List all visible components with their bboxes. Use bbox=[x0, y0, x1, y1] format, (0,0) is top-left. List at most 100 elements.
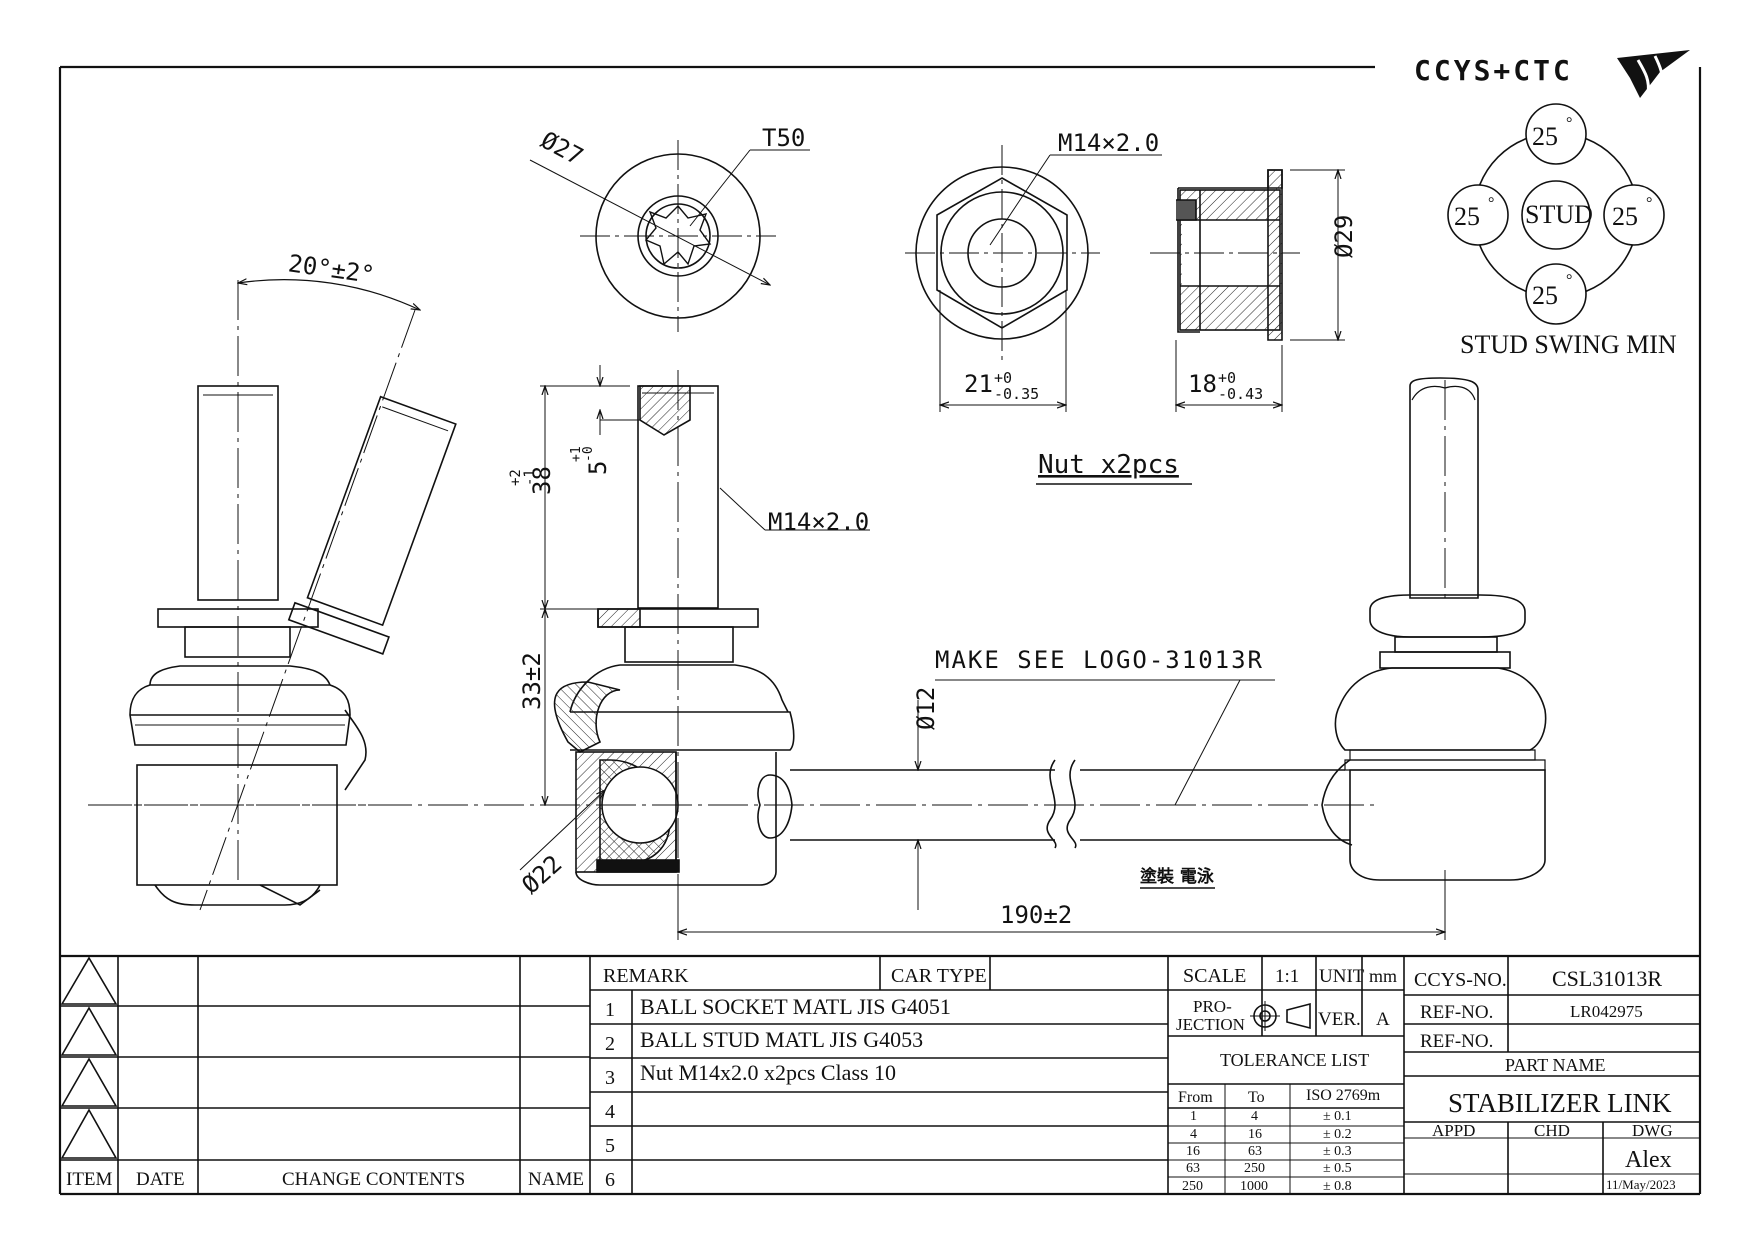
side-view-swing bbox=[88, 280, 457, 911]
body-height-label: 33±2 bbox=[518, 652, 546, 710]
stud-length-label: 38 bbox=[528, 466, 556, 495]
remark-row-no: 3 bbox=[605, 1067, 615, 1089]
swing-left-degree: ° bbox=[1488, 195, 1494, 212]
swing-bottom-degree: ° bbox=[1566, 272, 1572, 289]
rev-header-change: CHANGE CONTENTS bbox=[282, 1169, 465, 1190]
unit-value: mm bbox=[1369, 966, 1397, 986]
top-view-stud bbox=[529, 140, 810, 332]
tol-cell: 63 bbox=[1186, 1161, 1200, 1176]
rev-header-item: ITEM bbox=[66, 1169, 113, 1190]
stud-thread-label: M14×2.0 bbox=[768, 508, 869, 536]
drawing-frame bbox=[58, 65, 1702, 1196]
projection-label-1: PRO- bbox=[1193, 997, 1232, 1016]
coating-note: 塗裝 電泳 bbox=[1140, 866, 1215, 887]
tol-header-iso: ISO 2769m bbox=[1306, 1087, 1381, 1104]
tolerance-rows: 1 4 ± 0.1 4 16 ± 0.2 16 63 ± 0.3 63 250 … bbox=[1182, 1109, 1352, 1194]
rod-dia-label: Ø12 bbox=[912, 687, 940, 730]
projection-label-2: JECTION bbox=[1176, 1015, 1245, 1034]
remark-row-no: 5 bbox=[605, 1135, 615, 1157]
stud-length-tol-lower: -1 bbox=[522, 469, 538, 486]
ref-no-label: REF-NO. bbox=[1420, 1002, 1493, 1023]
nut-height-tol-lower: -0.43 bbox=[1218, 385, 1263, 403]
remark-row-no: 2 bbox=[605, 1033, 615, 1055]
main-section-dimensions bbox=[519, 365, 1445, 940]
ref-no-label-2: REF-NO. bbox=[1420, 1031, 1493, 1052]
rev-header-date: DATE bbox=[136, 1169, 185, 1190]
remark-rows: 1 BALL SOCKET MATL JIS G4051 2 BALL STUD… bbox=[605, 994, 951, 1191]
brand-logo-text: CCYS+CTC bbox=[1414, 54, 1573, 87]
unit-label: UNIT bbox=[1319, 966, 1365, 987]
swing-center-label: STUD bbox=[1525, 200, 1593, 229]
dwg-label: DWG bbox=[1632, 1121, 1673, 1140]
remark-row-no: 1 bbox=[605, 999, 615, 1021]
top-dia-label: Ø27 bbox=[536, 126, 587, 171]
hex-depth-tol-upper: +1 bbox=[569, 446, 584, 462]
remark-row-no: 4 bbox=[605, 1101, 615, 1123]
tol-cell: 1 bbox=[1190, 1109, 1197, 1124]
tolerance-title: TOLERANCE LIST bbox=[1220, 1050, 1369, 1070]
nut-width-tol-upper: +0 bbox=[994, 369, 1012, 387]
ccys-no-label: CCYS-NO. bbox=[1414, 969, 1507, 991]
main-ball-joint-section bbox=[92, 370, 1380, 900]
hex-depth-label: 5 bbox=[584, 461, 612, 475]
remark-row-text: BALL SOCKET MATL JIS G4051 bbox=[640, 994, 951, 1019]
scale-value: 1:1 bbox=[1275, 966, 1299, 987]
tol-cell: 16 bbox=[1248, 1127, 1262, 1142]
remark-table bbox=[590, 956, 1169, 1194]
tol-cell: 250 bbox=[1182, 1179, 1203, 1194]
remark-row-text: BALL STUD MATL JIS G4053 bbox=[640, 1027, 923, 1052]
dwg-name: Alex bbox=[1625, 1147, 1672, 1173]
swing-caption: STUD SWING MIN bbox=[1460, 330, 1677, 359]
swing-left-value: 25 bbox=[1454, 202, 1480, 231]
nut-height-label: 18 bbox=[1188, 370, 1217, 398]
tol-cell: 250 bbox=[1244, 1161, 1265, 1176]
car-type-header: CAR TYPE bbox=[891, 965, 987, 987]
ref-no-value: LR042975 bbox=[1570, 1002, 1643, 1021]
dwg-date: 11/May/2023 bbox=[1606, 1177, 1676, 1192]
torx-label: T50 bbox=[762, 124, 805, 152]
tol-cell: ± 0.5 bbox=[1323, 1161, 1352, 1176]
rev-header-name: NAME bbox=[528, 1169, 584, 1190]
swing-top-value: 25 bbox=[1532, 122, 1558, 151]
tol-cell: ± 0.3 bbox=[1323, 1144, 1352, 1159]
nut-note: Nut x2pcs bbox=[1038, 450, 1179, 480]
appd-label: APPD bbox=[1432, 1121, 1475, 1140]
logo-note: MAKE SEE LOGO-31013R bbox=[935, 646, 1264, 674]
tol-header-to: To bbox=[1248, 1089, 1265, 1106]
tol-cell: 16 bbox=[1186, 1144, 1200, 1159]
tol-cell: 63 bbox=[1248, 1144, 1262, 1159]
nut-flange-dia-label: Ø29 bbox=[1330, 215, 1358, 258]
brand-logo: CCYS+CTC bbox=[1414, 50, 1690, 98]
ccys-no-value: CSL31013R bbox=[1552, 966, 1662, 991]
swing-top-degree: ° bbox=[1566, 115, 1572, 132]
swing-right-value: 25 bbox=[1612, 202, 1638, 231]
scale-label: SCALE bbox=[1183, 965, 1246, 987]
ball-dia-label: Ø22 bbox=[516, 850, 567, 900]
ver-value: A bbox=[1376, 1009, 1390, 1030]
nut-width-tol-lower: -0.35 bbox=[994, 385, 1039, 403]
right-ball-joint bbox=[1318, 377, 1547, 881]
nut-front-view bbox=[905, 145, 1162, 412]
projection-symbol-icon bbox=[1250, 1001, 1311, 1031]
tol-cell: ± 0.8 bbox=[1323, 1179, 1352, 1194]
swing-bottom-value: 25 bbox=[1532, 281, 1558, 310]
stud-length-tol-upper: +2 bbox=[508, 469, 524, 486]
chd-label: CHD bbox=[1534, 1121, 1570, 1140]
remark-header: REMARK bbox=[603, 965, 689, 987]
swing-right-degree: ° bbox=[1646, 195, 1652, 212]
part-name-value: STABILIZER LINK bbox=[1448, 1088, 1672, 1118]
swing-diagram bbox=[1447, 103, 1665, 325]
tol-cell: 4 bbox=[1251, 1109, 1258, 1124]
part-name-label: PART NAME bbox=[1505, 1055, 1605, 1075]
tol-cell: 1000 bbox=[1240, 1179, 1268, 1194]
nut-thread-label: M14×2.0 bbox=[1058, 129, 1159, 157]
nut-side-section bbox=[1150, 170, 1345, 412]
nut-width-label: 21 bbox=[964, 370, 993, 398]
overall-length-label: 190±2 bbox=[1000, 901, 1072, 929]
nut-height-tol-upper: +0 bbox=[1218, 369, 1236, 387]
spec-block bbox=[1168, 956, 1405, 1194]
remark-row-no: 6 bbox=[605, 1169, 615, 1191]
revision-table bbox=[60, 956, 591, 1194]
hex-depth-tol-lower: -0 bbox=[581, 446, 596, 462]
